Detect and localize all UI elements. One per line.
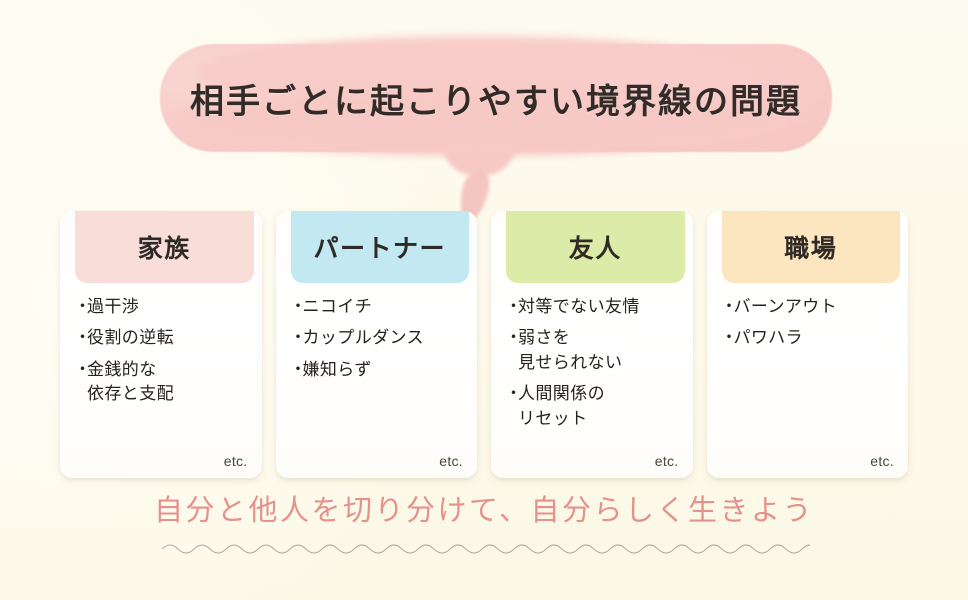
list-item-line: リセット [518,408,588,428]
bullet-dot-icon: ・ [74,359,92,379]
list-item-text: 弱さを見せられない [518,326,683,375]
card-header-partner: パートナー [290,211,469,283]
bullet-dot-icon: ・ [74,297,92,316]
card-title-family: 家族 [137,235,191,263]
list-item: ・カップルダンス [290,326,468,350]
card-title-workplace: 職場 [784,235,838,263]
card-header-workplace: 職場 [721,211,900,283]
list-item-text: 役割の逆転 [87,326,252,350]
list-item-line: 依存と支配 [87,384,174,404]
list-item: ・パワハラ [721,326,899,350]
bullet-dot-icon: ・ [505,297,523,316]
list-item-text: 嫌知らず [303,358,468,382]
card-etc-label-friend: etc. [654,453,679,469]
card-title-partner: パートナー [313,235,446,263]
list-item: ・過干渉 [74,295,252,319]
card-header-family: 家族 [75,211,254,283]
list-item: ・人間関係のリセット [505,382,683,431]
list-item-line: カップルダンス [302,328,424,348]
wavy-underline-icon [162,544,810,554]
footer-tagline: 自分と他人を切り分けて、自分らしく生きよう [153,495,815,527]
list-item-line: パワハラ [733,328,803,348]
card-etc-label-partner: etc. [439,453,463,469]
list-item: ・金銭的な依存と支配 [74,358,252,407]
list-item-text: 対等でない友情 [518,295,683,319]
list-item-line: 金銭的な [87,359,157,379]
list-item-text: パワハラ [734,326,899,350]
card-title-friend: 友人 [568,235,622,263]
bullet-dot-icon: ・ [505,328,523,348]
list-item-line: 過干渉 [87,297,140,316]
list-item-line: 弱さを [518,328,571,348]
list-item-line: 嫌知らず [302,359,372,379]
footer-area: 自分と他人を切り分けて、自分らしく生きよう [0,495,968,576]
card-etc-label-workplace: etc. [870,453,894,469]
list-item-text: 過干渉 [87,295,252,319]
card-list-friend: ・対等でない友情・弱さを見せられない・人間関係のリセット [505,295,683,446]
card-header-friend: 友人 [506,211,685,283]
list-item-line: 対等でない友情 [518,297,640,316]
list-item-line: 人間関係の [518,384,605,404]
list-item-text: バーンアウト [734,295,899,319]
bullet-dot-icon: ・ [289,328,307,348]
list-item: ・嫌知らず [290,358,468,382]
list-item: ・役割の逆転 [74,326,252,350]
page-title: 相手ごとに起こりやすい境界線の問題 [190,82,802,121]
bullet-dot-icon: ・ [289,359,307,379]
card-list-family: ・過干渉・役割の逆転・金銭的な依存と支配 [74,295,252,446]
title-banner: 相手ごとに起こりやすい境界線の問題 [0,30,968,225]
list-item: ・弱さを見せられない [505,326,683,375]
list-item-line: 役割の逆転 [87,328,174,348]
list-item-text: 金銭的な依存と支配 [87,358,252,407]
list-item-text: ニコイチ [303,295,468,319]
bullet-dot-icon: ・ [74,328,92,348]
list-item: ・対等でない友情 [505,295,683,319]
list-item-line: 見せられない [518,352,623,372]
bullet-dot-icon: ・ [505,384,523,404]
card-etc-label-family: etc. [223,453,248,469]
bullet-dot-icon: ・ [289,297,307,316]
bullet-dot-icon: ・ [720,328,738,348]
list-item-line: ニコイチ [302,297,373,316]
card-list-partner: ・ニコイチ・カップルダンス・嫌知らず [290,295,468,446]
list-item-line: バーンアウト [733,297,838,316]
list-item-text: 人間関係のリセット [518,382,683,431]
list-item: ・ニコイチ [290,295,468,319]
list-item-text: カップルダンス [303,326,468,350]
card-list-workplace: ・バーンアウト・パワハラ [721,295,899,446]
bullet-dot-icon: ・ [720,297,738,316]
list-item: ・バーンアウト [721,295,899,319]
